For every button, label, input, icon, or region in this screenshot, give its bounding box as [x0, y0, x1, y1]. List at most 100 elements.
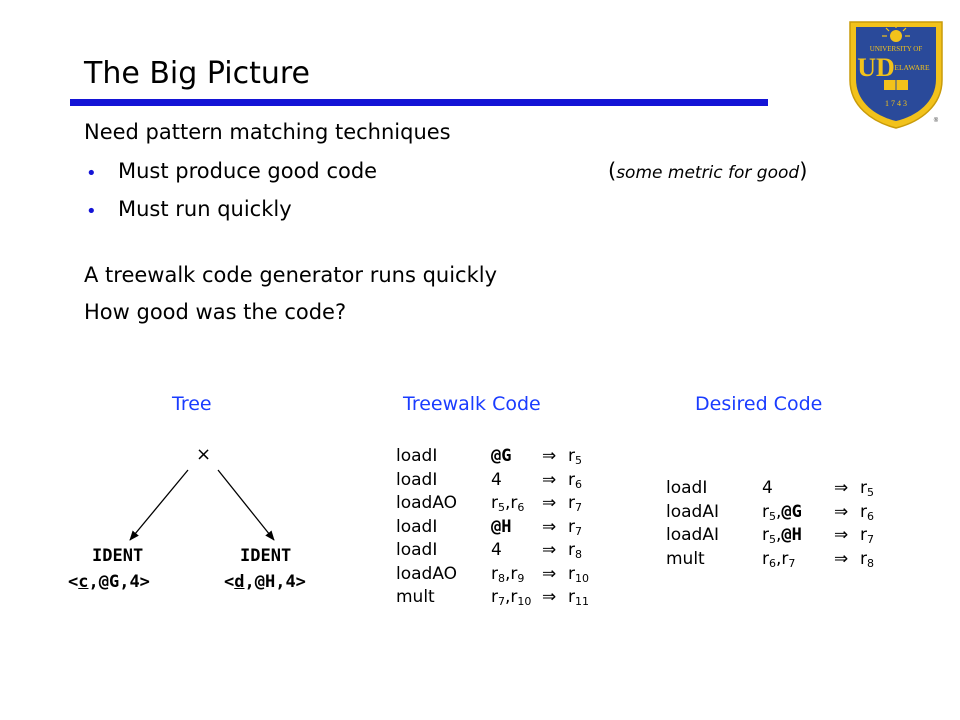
- result-register: r7: [568, 516, 582, 537]
- result-register: r8: [568, 542, 582, 561]
- register-subscript: 5: [498, 501, 505, 514]
- code-operands: r5,@G: [762, 501, 802, 523]
- result-register: r7: [860, 525, 874, 546]
- register-prefix: r: [568, 516, 575, 537]
- code-operands: r8,r9: [491, 563, 525, 585]
- logo-year: 1 7 4 3: [885, 99, 907, 108]
- logo-registered-mark: ®: [934, 117, 939, 124]
- result-register: r6: [860, 503, 874, 523]
- result-register: r11: [568, 587, 589, 608]
- code-opcode: loadI: [396, 516, 438, 537]
- register-prefix: r: [568, 493, 575, 513]
- register-subscript: 5: [575, 454, 582, 467]
- paragraph-line: How good was the code?: [84, 300, 347, 324]
- operand-text: ,r: [505, 563, 518, 584]
- operand-text: @G: [781, 501, 802, 522]
- desired-heading: Desired Code: [695, 393, 823, 415]
- operand-text: 4: [762, 478, 773, 498]
- logo-letters: UD: [857, 53, 895, 82]
- operand-text: r: [491, 493, 498, 513]
- register-subscript: 10: [517, 595, 532, 608]
- code-opcode: loadI: [396, 540, 438, 560]
- tree-right-kind: IDENT: [240, 546, 292, 566]
- result-register: r7: [568, 493, 582, 514]
- register-prefix: r: [568, 587, 575, 607]
- code-opcode: mult: [666, 548, 705, 569]
- register-subscript: 8: [575, 548, 582, 561]
- code-opcode: loadI: [666, 478, 708, 498]
- assign-arrow: ⇒: [834, 548, 849, 569]
- tree-heading: Tree: [172, 393, 212, 415]
- title-underline: [70, 99, 768, 106]
- result-register: r10: [568, 563, 589, 584]
- operand-text: r: [491, 563, 498, 584]
- register-subscript: 7: [575, 501, 582, 514]
- operand-text: @H: [781, 525, 802, 545]
- operand-text: ,: [776, 501, 782, 522]
- register-subscript: 8: [867, 556, 874, 570]
- register-subscript: 7: [788, 556, 796, 570]
- operand-text: 4: [491, 540, 502, 560]
- register-subscript: 7: [498, 595, 505, 608]
- register-subscript: 5: [867, 486, 874, 499]
- code-operands: r5,@H: [762, 525, 802, 546]
- assign-arrow: ⇒: [542, 516, 557, 537]
- assign-arrow: ⇒: [834, 525, 849, 545]
- register-subscript: 6: [867, 509, 874, 523]
- register-prefix: r: [860, 525, 867, 545]
- result-register: r6: [568, 471, 582, 491]
- result-register: r5: [568, 446, 582, 467]
- bullet-text: Must produce good code: [118, 159, 378, 183]
- bullet-text: Must run quickly: [118, 197, 292, 221]
- tree-edge-left: [129, 469, 189, 541]
- bullet-note: (some metric for good): [608, 159, 808, 183]
- bullet-note-text: some metric for good: [616, 163, 800, 183]
- assign-arrow: ⇒: [542, 587, 557, 607]
- intro-line: Need pattern matching techniques: [84, 120, 451, 144]
- tree-right-node: <d,@H,4>: [224, 574, 306, 591]
- code-operands: r7,r10: [491, 587, 532, 608]
- bullet-dot: •: [86, 163, 97, 184]
- code-opcode: loadI: [396, 446, 438, 466]
- register-subscript: 5: [769, 509, 776, 523]
- register-subscript: 11: [575, 595, 589, 608]
- register-subscript: 7: [867, 533, 874, 546]
- assign-arrow: ⇒: [834, 501, 849, 522]
- code-operands: @G: [491, 448, 511, 465]
- assign-arrow: ⇒: [542, 540, 557, 560]
- code-operands: r6,r7: [762, 550, 796, 570]
- register-prefix: r: [860, 478, 867, 498]
- register-subscript: 9: [517, 571, 525, 585]
- register-prefix: r: [568, 446, 575, 466]
- code-opcode: loadI: [396, 469, 438, 490]
- page-title: The Big Picture: [84, 56, 310, 91]
- assign-arrow: ⇒: [542, 446, 557, 466]
- register-subscript: 6: [575, 477, 582, 491]
- code-opcode: loadAI: [666, 501, 719, 522]
- paragraph-line: A treewalk code generator runs quickly: [84, 263, 498, 287]
- tree-left-name: c: [78, 572, 89, 592]
- tree-right-open: <: [224, 572, 235, 592]
- register-prefix: r: [568, 563, 575, 584]
- tree-right-name: d: [234, 572, 245, 592]
- bullet-dot: •: [86, 201, 97, 222]
- code-operands: @H: [491, 518, 511, 536]
- tree-left-open: <: [68, 572, 79, 592]
- register-subscript: 6: [517, 501, 525, 514]
- code-operands: 4: [491, 471, 502, 489]
- tree-right-rest: ,@H,4>: [244, 572, 306, 592]
- assign-arrow: ⇒: [542, 563, 557, 584]
- result-register: r8: [860, 548, 874, 570]
- code-operands: r5,r6: [491, 493, 525, 514]
- register-prefix: r: [860, 548, 867, 569]
- code-operands: 4: [762, 480, 773, 497]
- register-subscript: 8: [498, 571, 505, 585]
- assign-arrow: ⇒: [834, 478, 849, 498]
- tree-edge-right: [217, 469, 275, 541]
- register-subscript: 6: [769, 556, 776, 570]
- tree-left-rest: ,@G,4>: [88, 572, 150, 592]
- code-opcode: loadAO: [396, 563, 458, 584]
- treewalk-heading: Treewalk Code: [403, 393, 541, 415]
- operand-text: r: [491, 587, 498, 607]
